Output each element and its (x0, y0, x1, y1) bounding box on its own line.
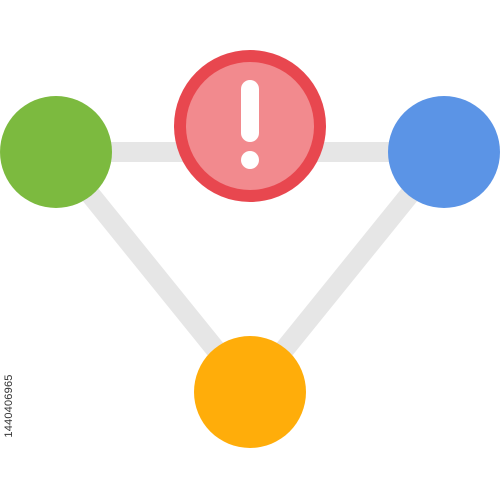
node-left-green (0, 96, 112, 208)
node-bottom-orange (194, 336, 306, 448)
exclamation-bar (241, 80, 259, 142)
exclamation-icon (241, 80, 259, 169)
alert-node (174, 50, 326, 202)
exclamation-dot (241, 151, 259, 169)
node-right-blue (388, 96, 500, 208)
image-id-label: 1440406965 (3, 374, 15, 438)
